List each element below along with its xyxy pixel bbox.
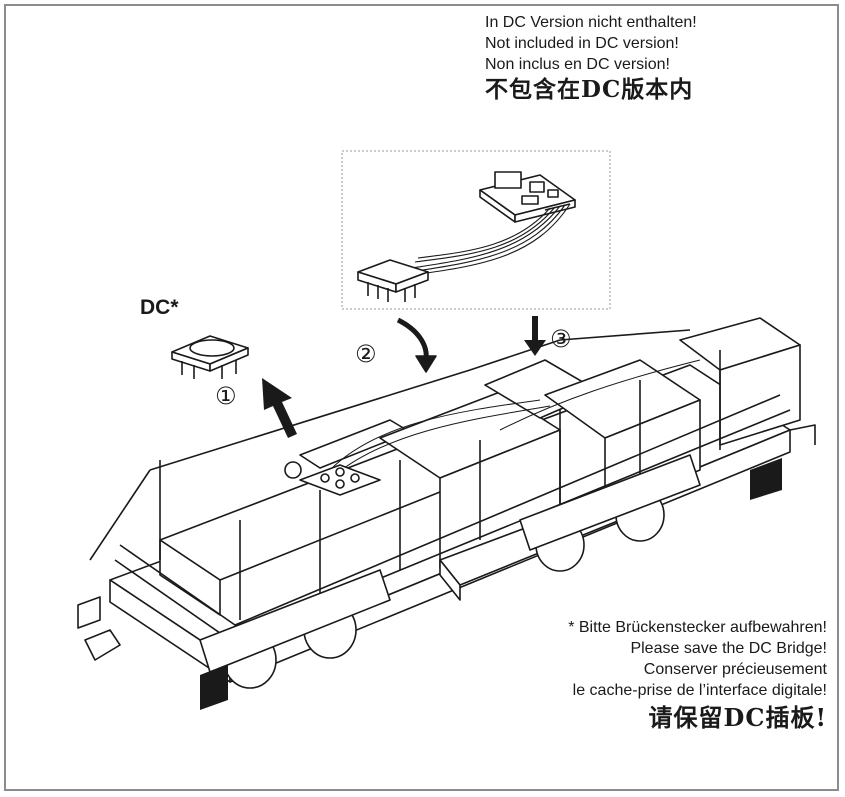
step-3-label: ③ bbox=[550, 325, 572, 353]
decoder-wires bbox=[404, 203, 571, 277]
note-top-zh: 不包含在DC版本内 bbox=[485, 76, 694, 103]
note-bottom-fr1: Conserver précieusement bbox=[643, 661, 827, 678]
dc-bridge-plug bbox=[171, 335, 249, 379]
locomotive-body bbox=[77, 317, 816, 710]
note-top-de: In DC Version nicht enthalten! bbox=[485, 14, 697, 31]
decoder-plug bbox=[357, 259, 429, 302]
dc-label: DC* bbox=[140, 296, 179, 319]
note-top-fr: Non inclus en DC version! bbox=[485, 56, 670, 73]
step-1-label: ① bbox=[215, 382, 237, 410]
arrow-insert-decoder bbox=[524, 316, 546, 356]
arrow-rotate bbox=[396, 317, 429, 361]
decoder-board bbox=[479, 171, 576, 223]
note-top-en: Not included in DC version! bbox=[485, 35, 679, 52]
note-bottom-fr2: le cache-prise de l’interface digitale! bbox=[572, 682, 827, 699]
decoder-inset-box bbox=[341, 150, 611, 310]
arrow-remove-bridge bbox=[262, 378, 297, 438]
note-bottom-de: * Bitte Brückenstecker aufbewahren! bbox=[568, 619, 827, 636]
loco-socket bbox=[284, 461, 381, 496]
arrow-rotate-head bbox=[415, 355, 437, 373]
not-included-note: In DC Version nicht enthalten! Not inclu… bbox=[485, 12, 785, 105]
bogies bbox=[199, 454, 701, 689]
save-bridge-note: * Bitte Brückenstecker aufbewahren! Plea… bbox=[568, 617, 827, 735]
step-2-label: ② bbox=[355, 340, 377, 368]
note-bottom-zh: 请保留DC插板! bbox=[648, 703, 827, 732]
note-bottom-en: Please save the DC Bridge! bbox=[630, 640, 827, 657]
